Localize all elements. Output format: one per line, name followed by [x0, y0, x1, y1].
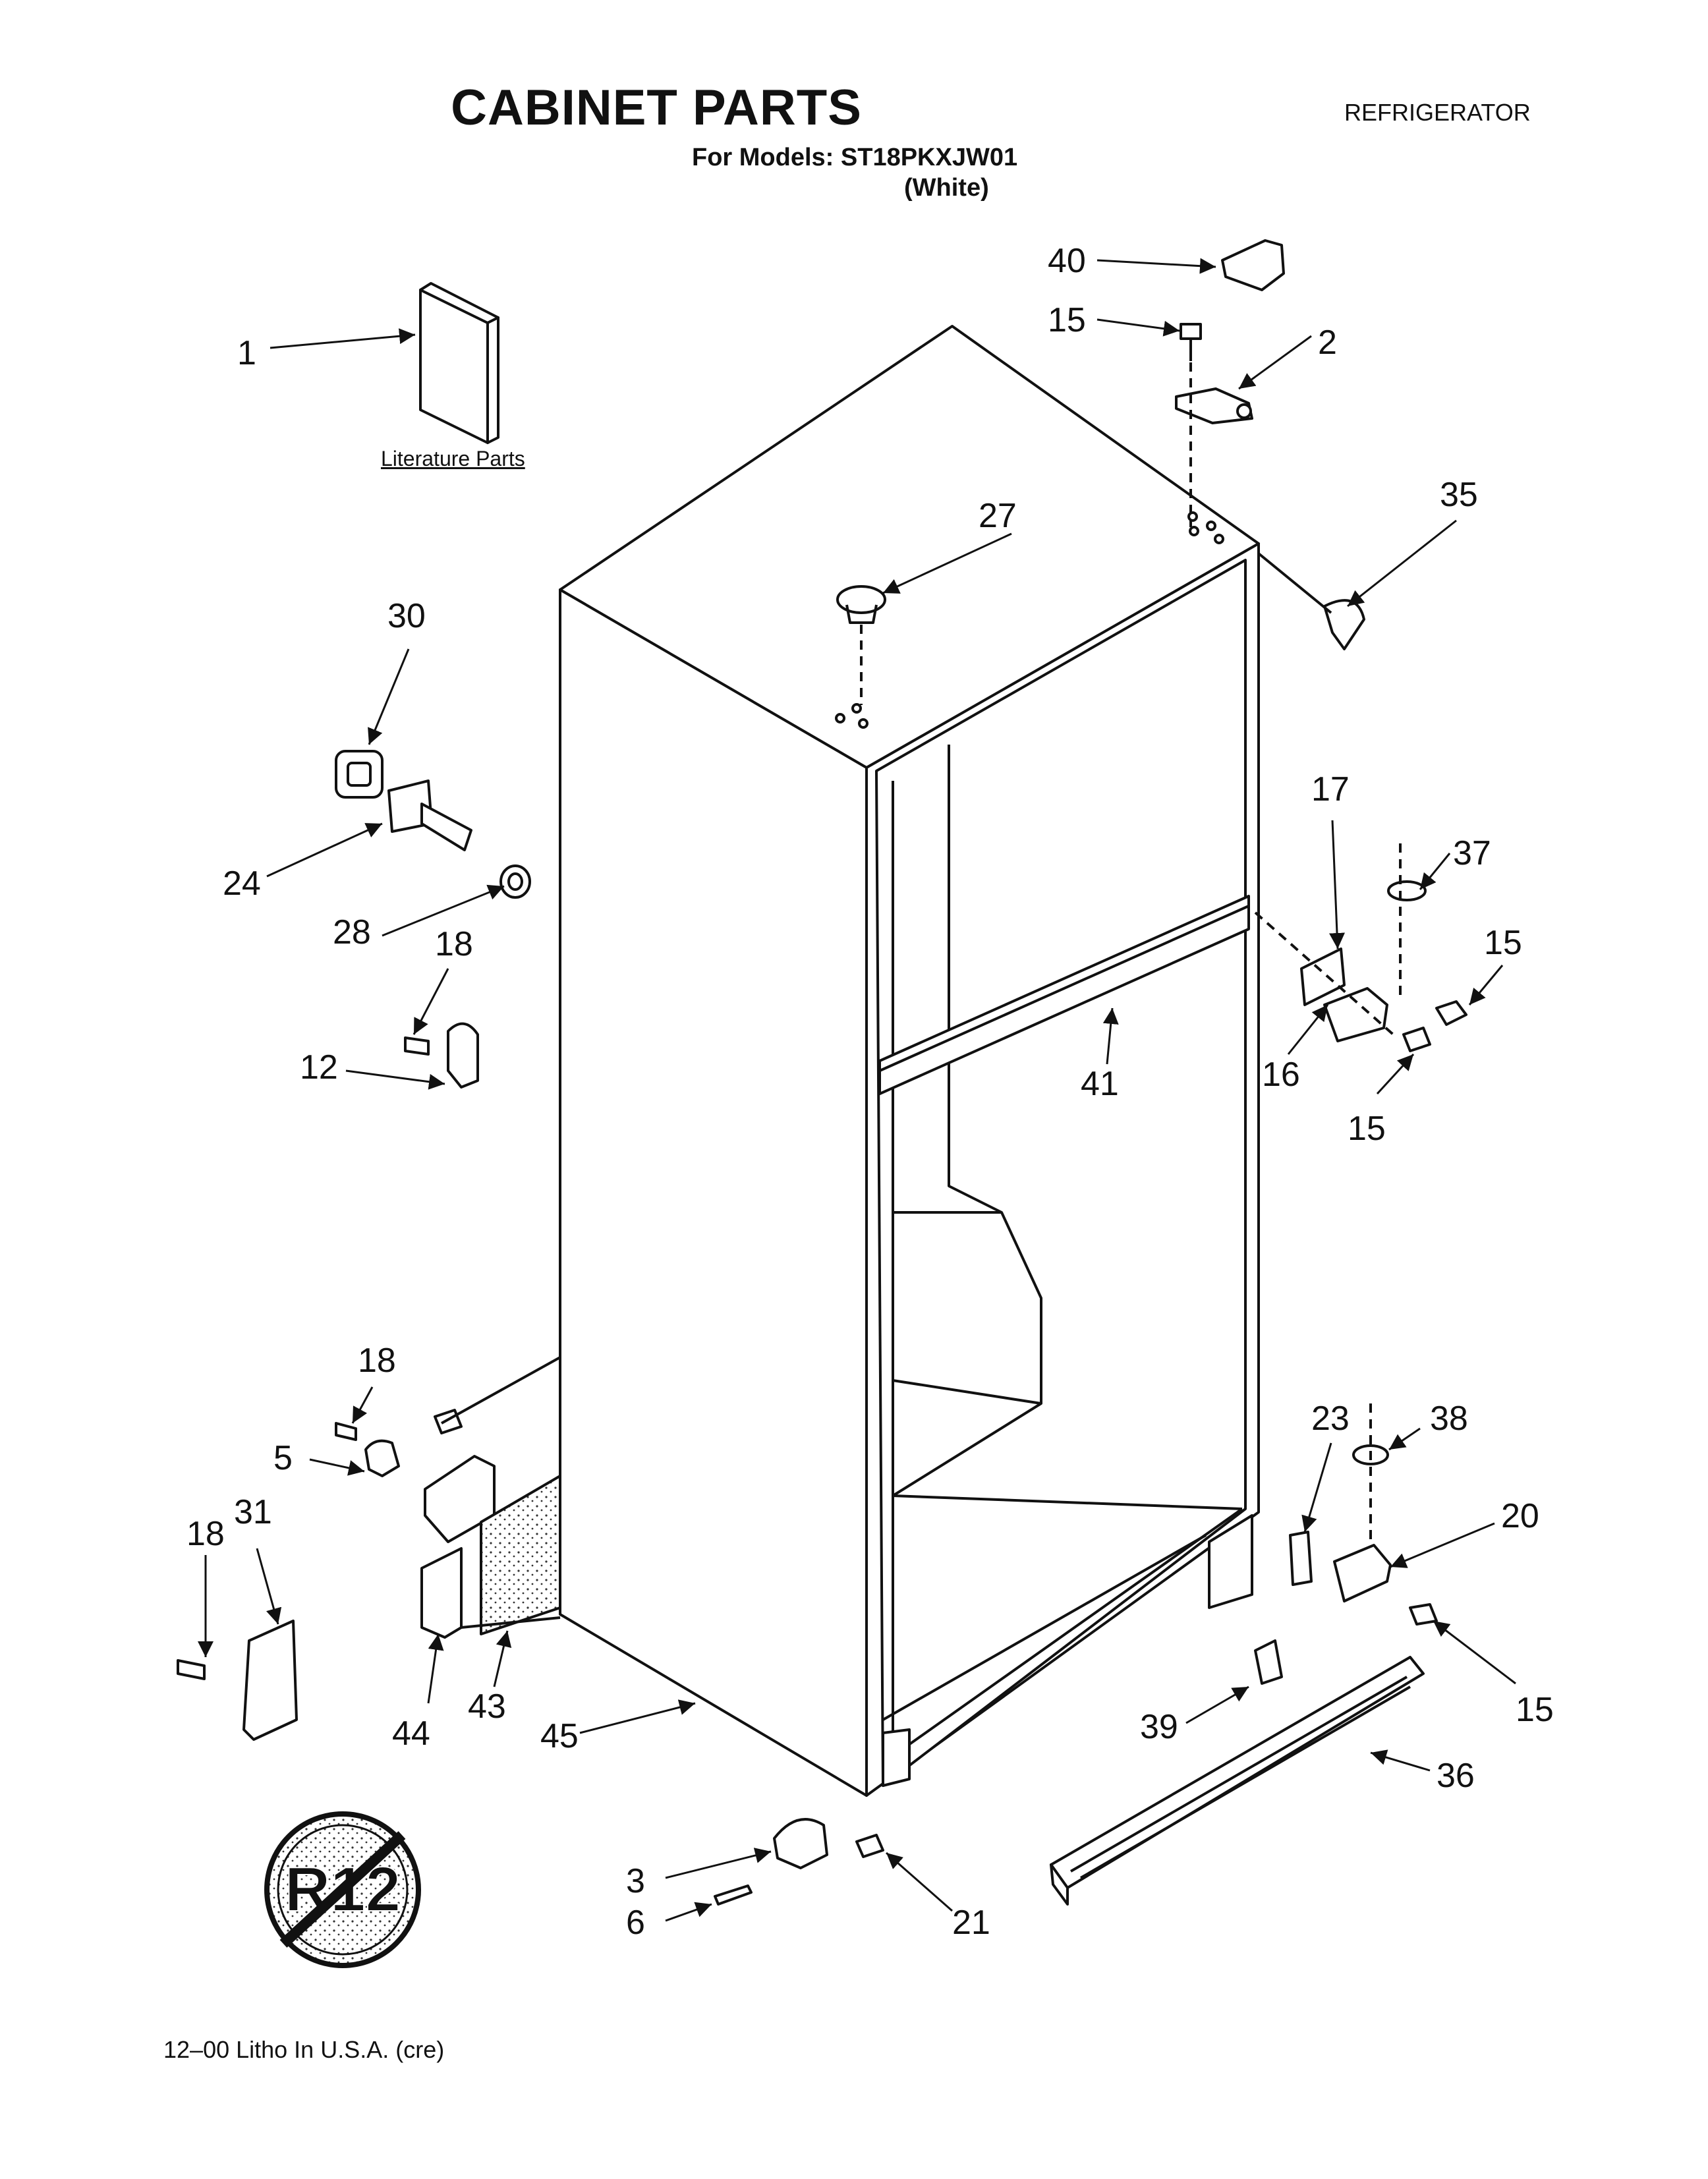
callout-label: 15: [1516, 1691, 1554, 1729]
callout-label: 24: [223, 864, 261, 903]
callout-label: 12: [300, 1048, 338, 1087]
callout-label: 18: [186, 1515, 225, 1553]
callout-label: 6: [626, 1904, 645, 1942]
callout-label: 40: [1048, 242, 1086, 280]
callout-label: 2: [1318, 324, 1337, 362]
page-title: CABINET PARTS: [451, 80, 862, 136]
callout-label: 41: [1081, 1065, 1119, 1103]
callout-label: 15: [1484, 924, 1522, 962]
callout-label: 21: [952, 1904, 990, 1942]
callout-label: 18: [435, 925, 473, 963]
callout-label: 35: [1440, 476, 1478, 514]
appliance-label: REFRIGERATOR: [1344, 99, 1531, 126]
footer-text: 12–00 Litho In U.S.A. (cre): [163, 2036, 445, 2063]
literature-parts-label: Literature Parts: [381, 447, 525, 470]
callout-label: 28: [333, 913, 371, 951]
screw-top: [1180, 323, 1202, 361]
callout-label: 20: [1501, 1497, 1539, 1535]
callout-label: 3: [626, 1862, 645, 1900]
literature-booklet: [419, 282, 499, 444]
callout-label: 38: [1430, 1400, 1468, 1438]
callout-label: 37: [1453, 834, 1491, 872]
callout-label: 16: [1262, 1056, 1300, 1094]
callout-numbers: 40 15 2 1 27 35 30 24 28 18 12 17 37 15 …: [186, 242, 1554, 1942]
callout-label: 17: [1311, 770, 1350, 808]
callout-label: 18: [358, 1342, 396, 1380]
no-r12-emblem: R12: [264, 1811, 421, 1968]
callout-label: 15: [1348, 1110, 1386, 1148]
callout-label: 23: [1311, 1400, 1350, 1438]
callout-label: 45: [540, 1717, 579, 1755]
callout-label: 1: [237, 334, 256, 372]
cabinet-shell: [559, 325, 1260, 1797]
callout-label: 36: [1437, 1757, 1475, 1795]
models-label: For Models: ST18PKXJW01: [692, 144, 1018, 171]
callout-label: 27: [979, 497, 1017, 535]
callout-label: 5: [273, 1439, 293, 1477]
color-label: (White): [904, 174, 989, 202]
callout-label: 44: [392, 1714, 430, 1753]
callout-label: 30: [387, 597, 426, 635]
callout-label: 39: [1140, 1708, 1178, 1746]
callout-label: 15: [1048, 301, 1086, 339]
callout-label: 31: [234, 1493, 272, 1531]
callout-label: 43: [468, 1687, 506, 1726]
